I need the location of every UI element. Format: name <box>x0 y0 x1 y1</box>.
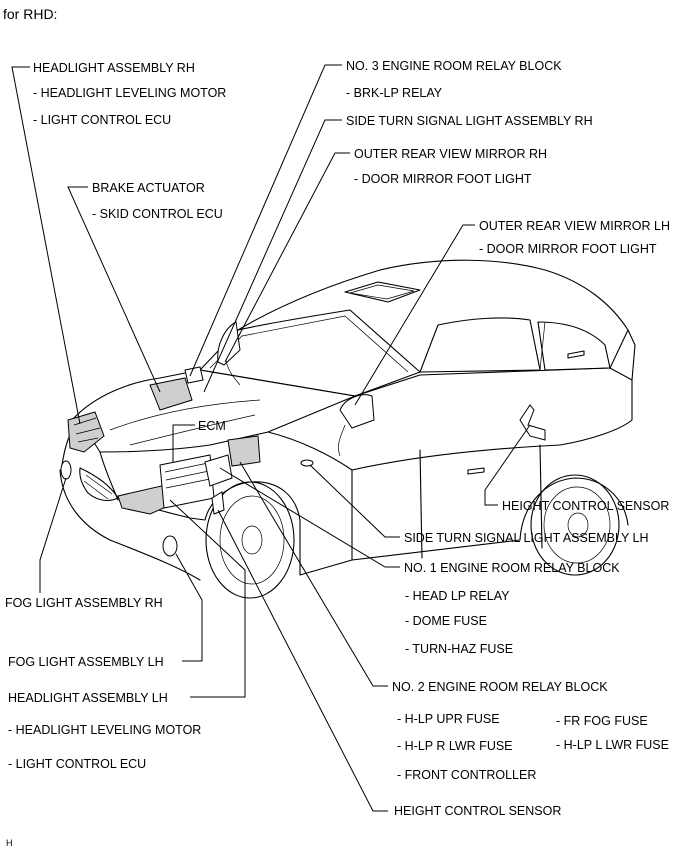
label-headlight-rh-leveling-motor: - HEADLIGHT LEVELING MOTOR <box>33 86 227 100</box>
component-shapes <box>60 321 546 557</box>
label-outer-rear-view-mirror-lh: OUTER REAR VIEW MIRROR LH <box>479 219 670 233</box>
label-no3-engine-room-relay-block: NO. 3 ENGINE ROOM RELAY BLOCK <box>346 59 562 73</box>
label-turn-haz-fuse: - TURN-HAZ FUSE <box>405 642 514 656</box>
label-no1-engine-room-relay-block: NO. 1 ENGINE ROOM RELAY BLOCK <box>404 561 620 575</box>
illustration-code: H <box>6 838 13 848</box>
label-mirror-rh-foot-light: - DOOR MIRROR FOOT LIGHT <box>354 172 532 186</box>
page-title: for RHD: <box>3 6 58 22</box>
label-head-lp-relay: - HEAD LP RELAY <box>405 589 510 603</box>
label-headlight-rh-light-control-ecu: - LIGHT CONTROL ECU <box>33 113 172 127</box>
label-mirror-lh-foot-light: - DOOR MIRROR FOOT LIGHT <box>479 242 657 256</box>
label-headlight-lh-leveling-motor: - HEADLIGHT LEVELING MOTOR <box>8 723 202 737</box>
label-h-lp-l-lwr-fuse: - H-LP L LWR FUSE <box>556 738 669 752</box>
label-headlight-assembly-lh: HEADLIGHT ASSEMBLY LH <box>8 691 168 705</box>
label-skid-control-ecu: - SKID CONTROL ECU <box>92 207 223 221</box>
label-headlight-lh-light-control-ecu: - LIGHT CONTROL ECU <box>8 757 147 771</box>
label-fr-fog-fuse: - FR FOG FUSE <box>556 714 648 728</box>
leader-lines <box>11 64 531 812</box>
label-brake-actuator: BRAKE ACTUATOR <box>92 181 205 195</box>
label-ecm: ECM <box>198 419 226 433</box>
label-height-control-sensor-front: HEIGHT CONTROL SENSOR <box>394 804 562 818</box>
label-outer-rear-view-mirror-rh: OUTER REAR VIEW MIRROR RH <box>354 147 548 161</box>
label-brk-lp-relay: - BRK-LP RELAY <box>346 86 443 100</box>
label-side-turn-signal-lh: SIDE TURN SIGNAL LIGHT ASSEMBLY LH <box>404 531 649 545</box>
label-h-lp-upr-fuse: - H-LP UPR FUSE <box>397 712 500 726</box>
label-fog-light-assembly-lh: FOG LIGHT ASSEMBLY LH <box>8 655 164 669</box>
label-h-lp-r-lwr-fuse: - H-LP R LWR FUSE <box>397 739 513 753</box>
label-front-controller: - FRONT CONTROLLER <box>397 768 537 782</box>
label-fog-light-assembly-rh: FOG LIGHT ASSEMBLY RH <box>5 596 163 610</box>
car-outline <box>59 259 636 599</box>
label-dome-fuse: - DOME FUSE <box>405 614 487 628</box>
label-headlight-assembly-rh: HEADLIGHT ASSEMBLY RH <box>33 61 195 75</box>
label-side-turn-signal-rh: SIDE TURN SIGNAL LIGHT ASSEMBLY RH <box>346 114 593 128</box>
label-height-control-sensor-rear: HEIGHT CONTROL SENSOR <box>502 499 670 513</box>
label-no2-engine-room-relay-block: NO. 2 ENGINE ROOM RELAY BLOCK <box>392 680 608 694</box>
